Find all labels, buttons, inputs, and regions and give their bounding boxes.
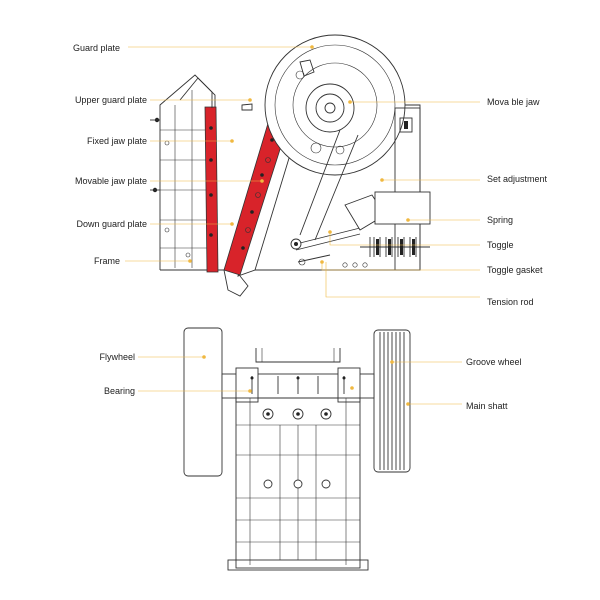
toggle-plate — [295, 227, 361, 245]
frame-bolts — [150, 117, 191, 258]
front-view — [183, 327, 411, 571]
frame-ribs — [160, 90, 210, 268]
upper-guard-plate — [179, 77, 213, 108]
label-toggle: Toggle — [487, 240, 514, 250]
flywheel — [183, 327, 223, 477]
pitman — [299, 129, 359, 241]
label-movable-jaw: Mova ble jaw — [487, 97, 540, 107]
fixed-jaw-plate — [204, 106, 219, 273]
spring-coil — [360, 237, 430, 257]
side-section-view — [150, 34, 431, 297]
discharge-lip — [223, 269, 249, 297]
label-set-adjustment: Set adjustment — [487, 174, 548, 184]
tension-rod — [297, 254, 331, 263]
label-main-shaft: Main shatt — [466, 401, 508, 411]
front-body — [235, 397, 361, 569]
label-bearing: Bearing — [103, 386, 135, 396]
label-movable-jaw-plate: Movable jaw plate — [74, 176, 147, 186]
bearing-left — [235, 367, 259, 403]
leader-lines — [125, 45, 480, 406]
label-tension-rod: Tension rod — [487, 297, 534, 307]
label-guard-plate: Guard plate — [72, 43, 120, 53]
label-frame: Frame — [93, 256, 120, 266]
label-upper-guard-plate: Upper guard plate — [74, 95, 147, 105]
movable-jaw-bolts — [241, 138, 274, 250]
label-fixed-jaw-plate: Fixed jaw plate — [86, 136, 147, 146]
label-groove-wheel: Groove wheel — [466, 357, 522, 367]
fixed-jaw-bolts — [209, 126, 213, 237]
label-toggle-gasket: Toggle gasket — [487, 265, 543, 275]
bearing-marks — [250, 376, 346, 394]
bearing-right — [337, 367, 361, 403]
label-flywheel: Flywheel — [99, 352, 135, 362]
label-spring: Spring — [487, 215, 514, 225]
body-grid — [236, 398, 360, 565]
label-down-guard-plate: Down guard plate — [76, 219, 147, 229]
groove-lines — [379, 332, 405, 470]
front-bolts — [262, 408, 332, 489]
